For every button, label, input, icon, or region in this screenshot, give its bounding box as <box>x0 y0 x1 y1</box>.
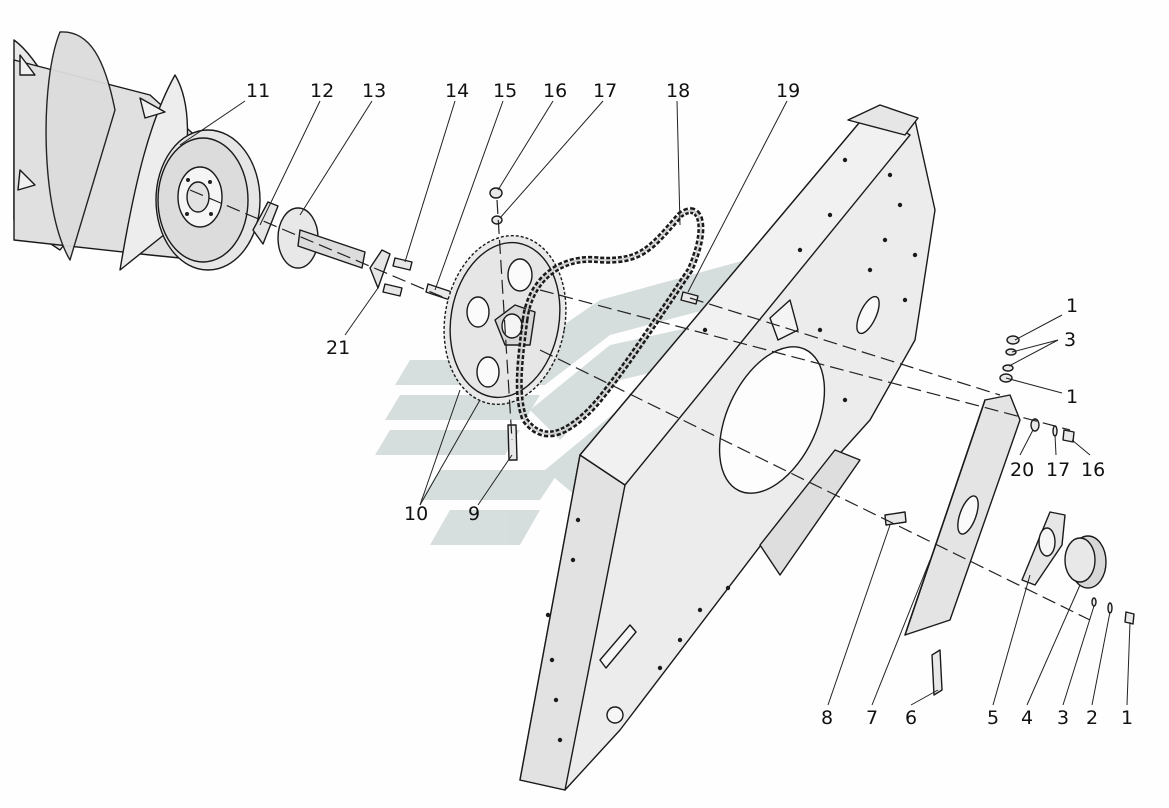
callout-15: 15 <box>493 80 517 102</box>
frame-holes <box>545 157 918 743</box>
auger-drum <box>13 31 261 271</box>
callout-19: 19 <box>776 80 800 102</box>
callout-3-upper: 3 <box>1064 329 1076 351</box>
callout-14: 14 <box>445 80 469 102</box>
callout-17-top: 17 <box>593 80 617 102</box>
callout-17-right: 17 <box>1046 459 1070 481</box>
nut-washer-top <box>489 187 503 225</box>
callout-13: 13 <box>362 80 386 102</box>
callout-1-bottom: 1 <box>1121 707 1133 729</box>
callout-7: 7 <box>866 707 878 729</box>
callout-3-bottom: 3 <box>1057 707 1069 729</box>
callout-11: 11 <box>246 80 270 102</box>
callout-20: 20 <box>1010 459 1034 481</box>
roller-chain <box>515 207 705 438</box>
leader-lines <box>179 100 1131 706</box>
bolts-14 <box>382 257 453 301</box>
callout-1-lower: 1 <box>1066 386 1078 408</box>
callout-2: 2 <box>1086 707 1098 729</box>
frame-plate <box>519 104 936 791</box>
callout-18: 18 <box>666 80 690 102</box>
callout-labels: 11 12 13 14 15 16 17 18 19 1 3 1 20 17 1… <box>246 80 1133 729</box>
callout-9: 9 <box>468 503 480 525</box>
callout-12: 12 <box>310 80 334 102</box>
callout-5: 5 <box>987 707 999 729</box>
callout-1-upper: 1 <box>1066 295 1078 317</box>
callout-16-top: 16 <box>543 80 567 102</box>
pin-9 <box>507 424 518 461</box>
callout-21: 21 <box>326 337 350 359</box>
flange-shaft <box>252 201 391 289</box>
callout-6: 6 <box>905 707 917 729</box>
watermark-logo <box>375 245 800 565</box>
small-fasteners-right <box>999 335 1135 625</box>
callout-4: 4 <box>1021 707 1033 729</box>
callout-10: 10 <box>404 503 428 525</box>
callout-16-right: 16 <box>1081 459 1105 481</box>
assembly-axes <box>189 189 1091 621</box>
bolt-19 <box>680 291 699 305</box>
callout-8: 8 <box>821 707 833 729</box>
bearing-bracket <box>884 394 1107 696</box>
